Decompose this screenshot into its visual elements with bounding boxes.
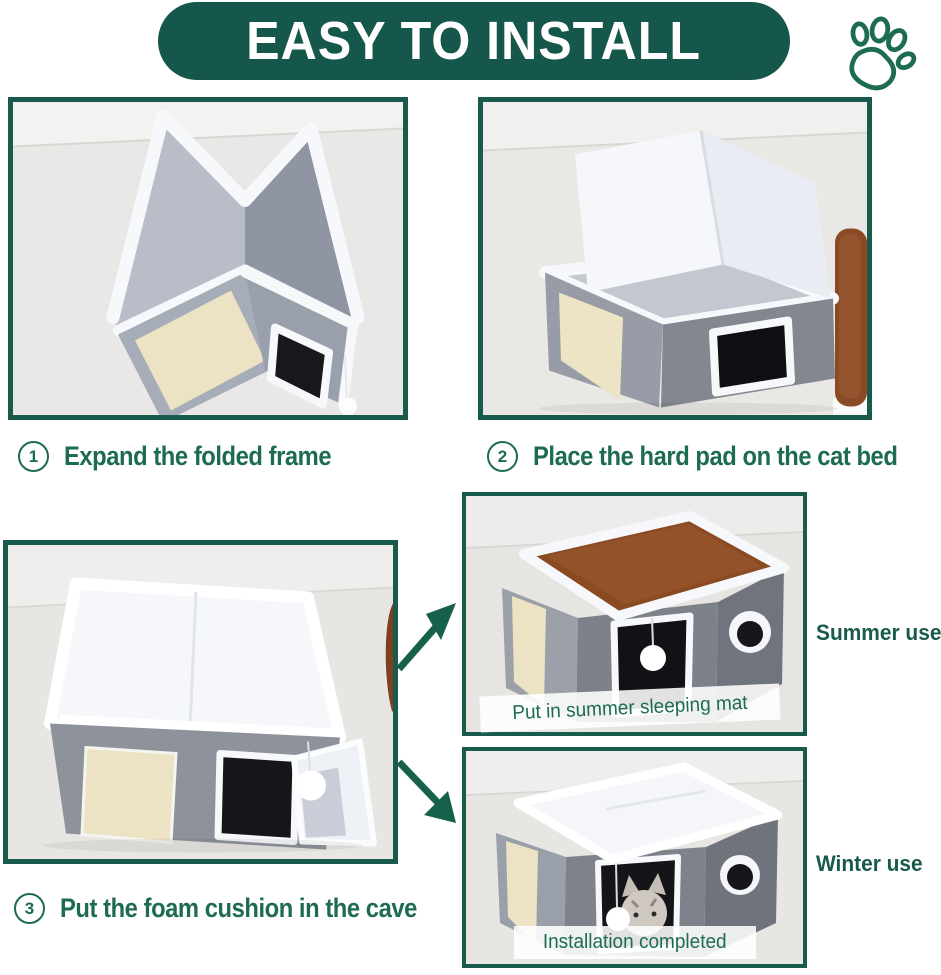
step3-caption: 3 Put the foam cushion in the cave	[14, 893, 466, 924]
winter-use-label: Winter use	[816, 851, 923, 876]
step2-label: Place the hard pad on the cat bed	[533, 441, 898, 471]
summer-use-label: Summer use	[816, 620, 941, 645]
photo-step3-cushion-in-cave	[8, 545, 393, 859]
winter-caption-strip: Installation completed	[514, 926, 756, 959]
photo-step1-unfolded-frame	[13, 102, 403, 415]
step1-caption: 1 Expand the folded frame	[18, 441, 368, 472]
photo-panel-step3	[3, 540, 398, 864]
photo-panel-step2	[478, 97, 872, 420]
step1-number-badge: 1	[18, 441, 49, 472]
arrow-to-winter-icon	[396, 759, 445, 810]
step1-label: Expand the folded frame	[64, 441, 332, 471]
photo-panel-winter: Installation completed	[462, 747, 807, 968]
step3-label: Put the foam cushion in the cave	[60, 893, 417, 923]
step2-caption: 2 Place the hard pad on the cat bed	[487, 441, 941, 472]
step2-number-badge: 2	[487, 441, 518, 472]
photo-panel-step1	[8, 97, 408, 420]
page-title: EASY TO INSTALL	[246, 11, 702, 71]
cat-in-cave	[621, 873, 667, 936]
title-banner: EASY TO INSTALL	[158, 2, 790, 80]
step3-number-badge: 3	[14, 893, 45, 924]
paw-print-icon	[849, 16, 917, 91]
arrow-to-summer-icon	[396, 618, 444, 672]
photo-panel-summer: Put in summer sleeping mat	[462, 492, 807, 736]
photo-step2-pad-on-bed	[483, 102, 867, 415]
